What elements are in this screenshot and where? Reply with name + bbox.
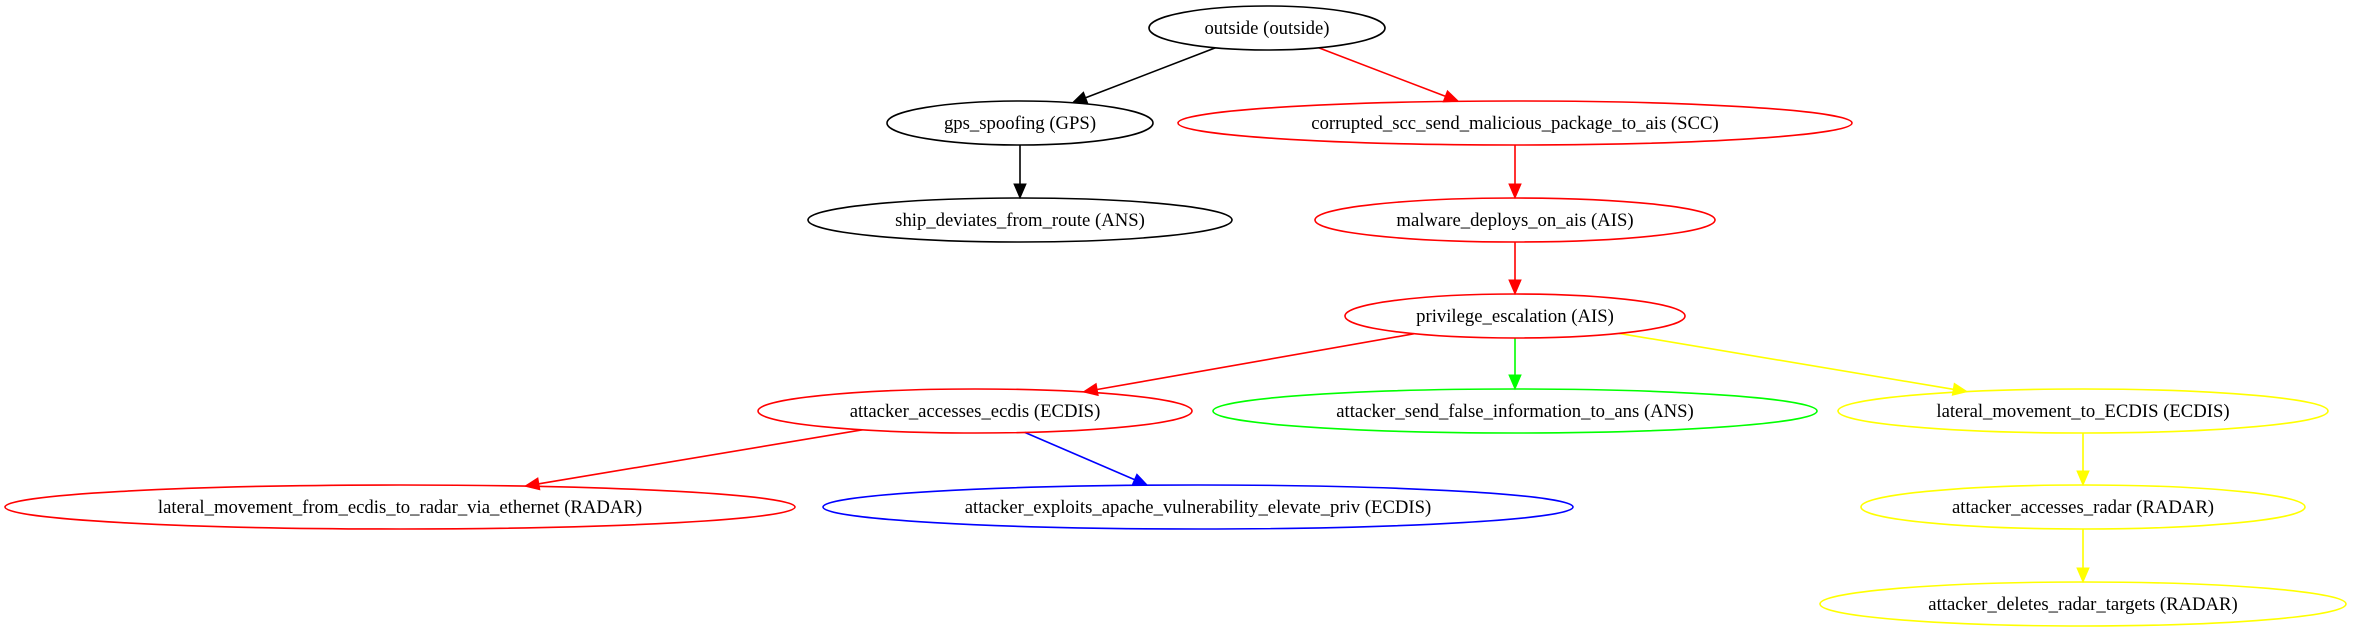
edge-outside-to-gps_spoofing: [1071, 47, 1216, 104]
node-ellipse: [1212, 388, 1818, 434]
edge-privilege_escalation-to-lateral_to_ecdis: [1618, 332, 1969, 396]
node-label: ship_deviates_from_route (ANS): [895, 210, 1145, 231]
arrowhead-icon: [1082, 382, 1099, 397]
node-label: malware_deploys_on_ais (AIS): [1396, 210, 1633, 231]
node-lateral_from_ecdis: lateral_movement_from_ecdis_to_radar_via…: [4, 484, 796, 530]
node-ellipse: [1148, 5, 1386, 51]
arrowhead-icon: [523, 477, 541, 491]
node-attacker_accesses_ecdis: attacker_accesses_ecdis (ECDIS): [757, 388, 1193, 434]
node-label: gps_spoofing (GPS): [944, 113, 1096, 134]
node-label: outside (outside): [1204, 18, 1329, 39]
arrowhead-icon: [1442, 89, 1460, 103]
edge-line: [1085, 47, 1216, 99]
edge-malware_deploys-to-privilege_escalation: [1508, 242, 1522, 296]
node-label: attacker_send_false_information_to_ans (…: [1336, 401, 1694, 422]
nodes-layer: outside (outside) gps_spoofing (GPS) corru…: [4, 5, 2347, 627]
node-ellipse: [1314, 197, 1716, 243]
node-ellipse: [1819, 581, 2347, 627]
edge-lateral_to_ecdis-to-accesses_radar: [2076, 433, 2090, 487]
arrowhead-icon: [2076, 470, 2090, 487]
node-ellipse: [1344, 293, 1686, 339]
arrowhead-icon: [1013, 183, 1027, 200]
arrowhead-icon: [2076, 567, 2090, 584]
node-deletes_radar: attacker_deletes_radar_targets (RADAR): [1819, 581, 2347, 627]
arrowhead-icon: [1071, 91, 1089, 104]
node-ellipse: [757, 388, 1193, 434]
node-ellipse: [1860, 484, 2306, 530]
node-accesses_radar: attacker_accesses_radar (RADAR): [1860, 484, 2306, 530]
node-lateral_to_ecdis: lateral_movement_to_ECDIS (ECDIS): [1837, 388, 2329, 434]
node-outside: outside (outside): [1148, 5, 1386, 51]
edge-attacker_accesses_ecdis-to-lateral_from_ecdis: [523, 429, 863, 491]
edge-privilege_escalation-to-attacker_accesses_ecdis: [1082, 332, 1415, 397]
arrowhead-icon: [1131, 473, 1149, 486]
edge-accesses_radar-to-deletes_radar: [2076, 529, 2090, 584]
node-gps_spoofing: gps_spoofing (GPS): [886, 100, 1154, 146]
node-corrupted_scc: corrupted_scc_send_malicious_package_to_…: [1177, 100, 1853, 146]
node-label: attacker_accesses_radar (RADAR): [1952, 497, 2214, 518]
edge-outside-to-corrupted_scc: [1318, 47, 1460, 103]
node-label: lateral_movement_from_ecdis_to_radar_via…: [158, 497, 642, 518]
edge-line: [538, 429, 863, 485]
arrowhead-icon: [1508, 279, 1522, 296]
edge-corrupted_scc-to-malware_deploys: [1508, 145, 1522, 200]
edge-privilege_escalation-to-attacker_send_false: [1508, 338, 1522, 391]
edge-line: [1024, 431, 1135, 481]
node-label: lateral_movement_to_ECDIS (ECDIS): [1936, 401, 2229, 422]
node-ellipse: [1177, 100, 1853, 146]
node-label: attacker_accesses_ecdis (ECDIS): [850, 401, 1101, 422]
node-ship_deviates: ship_deviates_from_route (ANS): [807, 197, 1233, 243]
arrowhead-icon: [1951, 382, 1969, 396]
node-label: corrupted_scc_send_malicious_package_to_…: [1311, 113, 1718, 134]
node-label: attacker_deletes_radar_targets (RADAR): [1928, 594, 2237, 615]
edge-line: [1318, 47, 1446, 98]
node-ellipse: [886, 100, 1154, 146]
node-ellipse: [822, 484, 1574, 530]
node-malware_deploys: malware_deploys_on_ais (AIS): [1314, 197, 1716, 243]
edge-attacker_accesses_ecdis-to-exploits_apache: [1024, 431, 1149, 486]
node-privilege_escalation: privilege_escalation (AIS): [1344, 293, 1686, 339]
node-ellipse: [807, 197, 1233, 243]
node-label: attacker_exploits_apache_vulnerability_e…: [965, 497, 1432, 518]
edge-gps_spoofing-to-ship_deviates: [1013, 145, 1027, 200]
node-exploits_apache: attacker_exploits_apache_vulnerability_e…: [822, 484, 1574, 530]
edge-line: [1096, 332, 1415, 391]
edge-line: [1618, 332, 1954, 391]
node-label: privilege_escalation (AIS): [1416, 306, 1614, 327]
node-attacker_send_false: attacker_send_false_information_to_ans (…: [1212, 388, 1818, 434]
arrowhead-icon: [1508, 374, 1522, 391]
node-ellipse: [4, 484, 796, 530]
node-ellipse: [1837, 388, 2329, 434]
arrowhead-icon: [1508, 183, 1522, 200]
